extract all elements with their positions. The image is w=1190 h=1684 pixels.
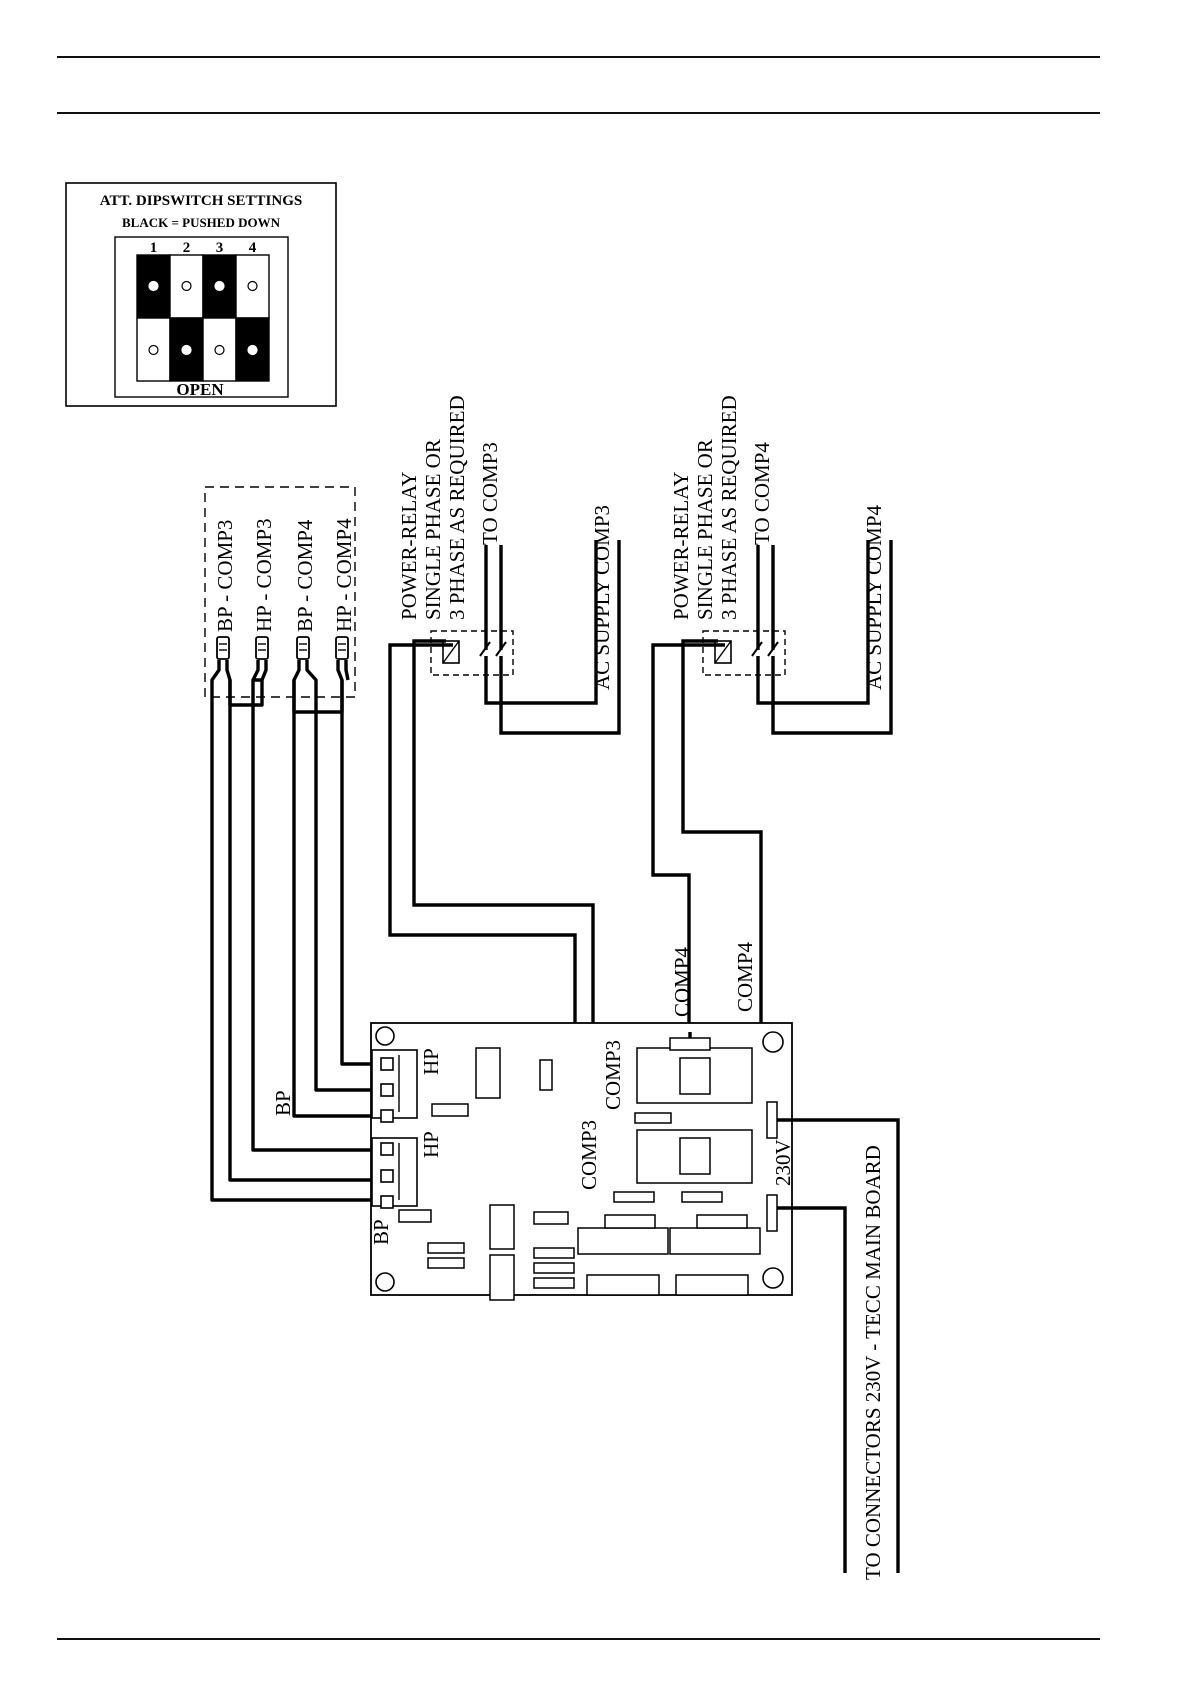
sensor-plug-hp-comp4 xyxy=(335,636,349,660)
relay3-ac-supply: AC SUPPLY COMP3 xyxy=(590,505,614,690)
dip-switch-dot xyxy=(181,344,192,356)
dip-switch-number: 1 xyxy=(150,240,158,256)
main-board-cables xyxy=(688,1032,900,1573)
board-hp-lower: HP xyxy=(419,1131,443,1158)
board-comp4-label-a: COMP4 xyxy=(670,946,694,1017)
dip-switch-dot xyxy=(148,280,159,292)
dipswitch-subtitle: BLACK = PUSHED DOWN xyxy=(122,215,281,230)
dip-switch-lower xyxy=(235,317,270,382)
sensor-cables xyxy=(210,660,382,1202)
dip-switch-dot xyxy=(181,280,192,292)
main-board-label: TO CONNECTORS 230V - TECC MAIN BOARD xyxy=(861,1145,885,1580)
relay4-to-comp: TO COMP4 xyxy=(750,442,774,545)
relay4-line1: POWER-RELAY xyxy=(669,471,693,620)
label-hp-comp3: HP - COMP3 xyxy=(252,518,276,632)
dip-switch-number: 3 xyxy=(216,240,224,256)
dip-switch-number: 4 xyxy=(249,240,257,256)
sensor-plug-bp-comp4 xyxy=(296,636,310,660)
dip-switch-dot xyxy=(214,344,225,356)
relay3-line3: 3 PHASE AS REQUIRED xyxy=(445,395,469,620)
dipswitch-panel: ATT. DIPSWITCH SETTINGS BLACK = PUSHED D… xyxy=(65,182,337,407)
power-relay-comp3: POWER-RELAY SINGLE PHASE OR 3 PHASE AS R… xyxy=(397,395,614,690)
board-comp3-upper: COMP3 xyxy=(601,1040,625,1110)
board-bp-upper: BP xyxy=(271,1090,295,1116)
dip-switch-dot xyxy=(247,344,258,356)
footer-rule xyxy=(57,1638,1100,1640)
header-rule-bottom xyxy=(57,112,1100,114)
dip-switch-row: 1 2 3 4 xyxy=(136,240,270,382)
board-bp-lower: BP xyxy=(369,1219,393,1245)
sensor-plug-hp-comp3 xyxy=(255,636,269,660)
pressure-sensor-group: BP - COMP3 HP - COMP3 BP - COMP4 HP - CO… xyxy=(204,486,356,698)
board-230v-label: 230V xyxy=(771,1139,795,1186)
header-rule-top xyxy=(57,56,1100,58)
label-hp-comp4: HP - COMP4 xyxy=(332,518,356,632)
relay4-cables xyxy=(651,540,893,1202)
dipswitch-open-label: OPEN xyxy=(176,380,224,399)
sensor-plug-bp-comp3 xyxy=(216,636,230,660)
dip-switch-upper xyxy=(169,254,204,319)
dip-switch-upper xyxy=(235,254,270,319)
control-board: HP BP HP BP xyxy=(271,941,795,1301)
dip-switch-number: 2 xyxy=(183,240,191,256)
relay3-line2: SINGLE PHASE OR xyxy=(421,439,445,620)
board-comp4-label-b: COMP4 xyxy=(733,941,757,1012)
relay3-to-comp: TO COMP3 xyxy=(478,442,502,545)
board-hp-upper: HP xyxy=(419,1048,443,1075)
label-bp-comp3: BP - COMP3 xyxy=(213,520,237,632)
dipswitch-title: ATT. DIPSWITCH SETTINGS xyxy=(100,193,302,209)
power-relay-comp4: POWER-RELAY SINGLE PHASE OR 3 PHASE AS R… xyxy=(669,395,886,690)
dip-switch-dot xyxy=(148,344,159,356)
dip-switch-dot xyxy=(214,280,225,292)
label-bp-comp4: BP - COMP4 xyxy=(293,519,317,632)
relay4-line2: SINGLE PHASE OR xyxy=(693,439,717,620)
board-comp3-lower: COMP3 xyxy=(577,1120,601,1190)
relay4-line3: 3 PHASE AS REQUIRED xyxy=(717,395,741,620)
dip-switch-dot xyxy=(247,280,258,292)
relay4-ac-supply: AC SUPPLY COMP4 xyxy=(862,504,886,690)
dip-switch-lower xyxy=(202,317,237,382)
relay3-line1: POWER-RELAY xyxy=(397,471,421,620)
dip-switch-lower xyxy=(136,317,171,382)
